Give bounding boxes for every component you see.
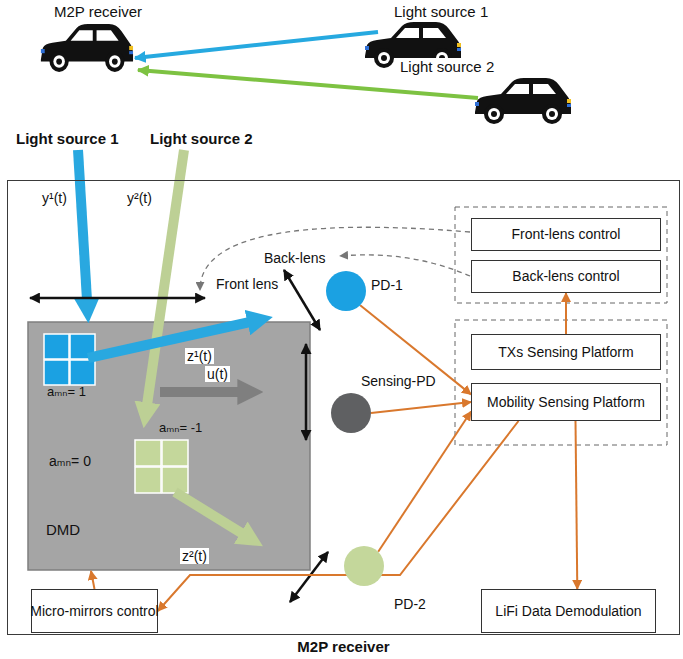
lens — [284, 270, 320, 330]
group-outline — [455, 207, 667, 303]
node-label: aₘₙ= 0 — [49, 453, 91, 469]
signal-connector — [576, 421, 578, 589]
dmd-box: aₘₙ= 0 DMD aₘₙ= 1 aₘₙ= -1 — [29, 323, 311, 571]
signal-connector — [360, 305, 471, 394]
node-label: DMD — [46, 521, 80, 538]
process-box: LiFi Data Demodulation — [481, 589, 656, 633]
process-box: Mobility Sensing Platform — [471, 383, 661, 421]
node-label: Front-lens control — [512, 226, 621, 243]
node-label: Back-lens control — [512, 268, 619, 285]
node-label: Micro-mirrors control — [30, 603, 158, 620]
light-beam — [147, 150, 184, 405]
node-label: aₘₙ= 1 — [47, 385, 86, 400]
text-label: Light source 1 — [14, 130, 121, 147]
node-label: M2P receiver — [8, 638, 679, 655]
dmd-surface — [28, 322, 310, 570]
node-label: PD-1 — [371, 277, 403, 293]
process-box: TXs Sensing Platform — [471, 334, 661, 370]
text-label: Front lens — [214, 276, 280, 292]
mirror-group — [135, 440, 188, 493]
text-label: z¹(t) — [185, 348, 214, 364]
photodiode: PD-1 — [326, 271, 366, 311]
control-arrow — [340, 255, 470, 276]
signal-connector — [91, 571, 95, 589]
mirror-group — [44, 334, 95, 385]
text-label: y¹(t) — [40, 190, 69, 206]
text-label: M2P receiver — [52, 3, 144, 20]
node-label: Mobility Sensing Platform — [487, 394, 645, 411]
signal-connector — [565, 293, 567, 334]
light-beam — [88, 322, 250, 358]
text-label: z²(t) — [180, 548, 209, 564]
lens — [290, 552, 328, 602]
node-label: PD-2 — [394, 596, 426, 612]
node-label: LiFi Data Demodulation — [495, 603, 641, 620]
mirror-group-label: aₘₙ= 1 — [43, 333, 105, 401]
photodiode: Sensing-PD — [331, 393, 371, 433]
text-label: Light source 2 — [398, 58, 496, 75]
photodiode: PD-2 — [344, 546, 384, 586]
text-label: Light source 1 — [392, 3, 490, 20]
mirror-group-label: aₘₙ= -1 — [131, 419, 213, 497]
group-outline — [455, 320, 667, 445]
light-beam — [160, 387, 240, 397]
signal-connector — [371, 402, 471, 413]
receiver-frame: M2P receiveraₘₙ= 0DMDaₘₙ= 1aₘₙ= -1PD-1Se… — [7, 180, 680, 635]
signal-connector — [158, 421, 519, 611]
process-box: Micro-mirrors control — [31, 589, 158, 633]
process-box: Front-lens control — [471, 218, 661, 251]
text-label: Back-lens — [262, 250, 327, 266]
light-beam — [78, 150, 87, 300]
text-label: u(t) — [205, 366, 230, 382]
lens — [305, 344, 308, 440]
node-label: Sensing-PD — [361, 373, 436, 389]
car-icon — [41, 24, 133, 72]
light-beam — [175, 492, 243, 534]
node-label: aₘₙ= -1 — [159, 421, 202, 436]
text-label: y²(t) — [125, 190, 154, 206]
text-label: Light source 2 — [148, 130, 255, 147]
light-beam — [135, 32, 378, 58]
process-box: Back-lens control — [471, 260, 661, 293]
node-label: TXs Sensing Platform — [498, 344, 633, 361]
lens — [30, 297, 205, 300]
signal-connector — [378, 412, 471, 552]
car-icon — [475, 78, 571, 124]
